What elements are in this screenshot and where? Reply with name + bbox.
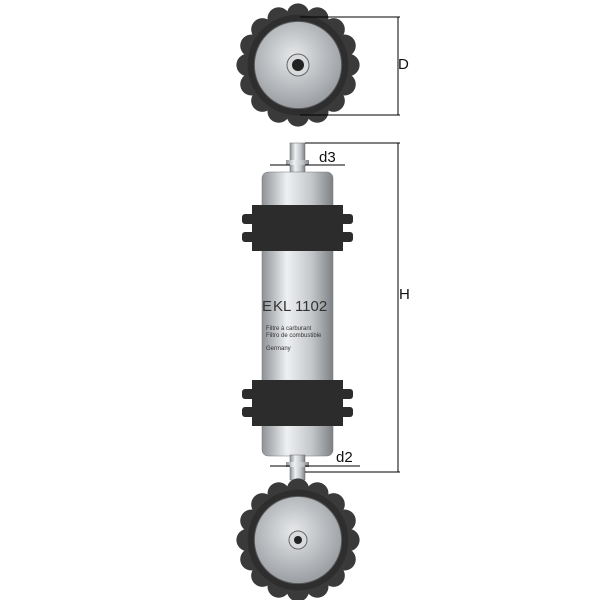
dimension-d2-label: d2 (336, 449, 353, 466)
print-line-1: Filtre à carburant (266, 326, 312, 332)
top-view (236, 3, 360, 127)
model-label: KL 1102 (273, 298, 328, 315)
upper-rib-ring (242, 205, 353, 251)
lower-rib-ring (242, 380, 353, 426)
dimension-d-label: D (398, 56, 409, 73)
print-line-2: Filtro de combustible (266, 333, 322, 339)
dimension-d3-label: d3 (319, 149, 336, 166)
dimension-lines (270, 142, 400, 473)
dimension-d (300, 16, 400, 116)
side-view (242, 142, 353, 481)
bottom-view (236, 478, 360, 600)
port-hole (292, 59, 304, 71)
dimension-h-label: H (399, 286, 410, 303)
port-hole (294, 536, 302, 544)
print-origin: Germany (266, 346, 291, 352)
logo-mark: E (262, 298, 273, 315)
